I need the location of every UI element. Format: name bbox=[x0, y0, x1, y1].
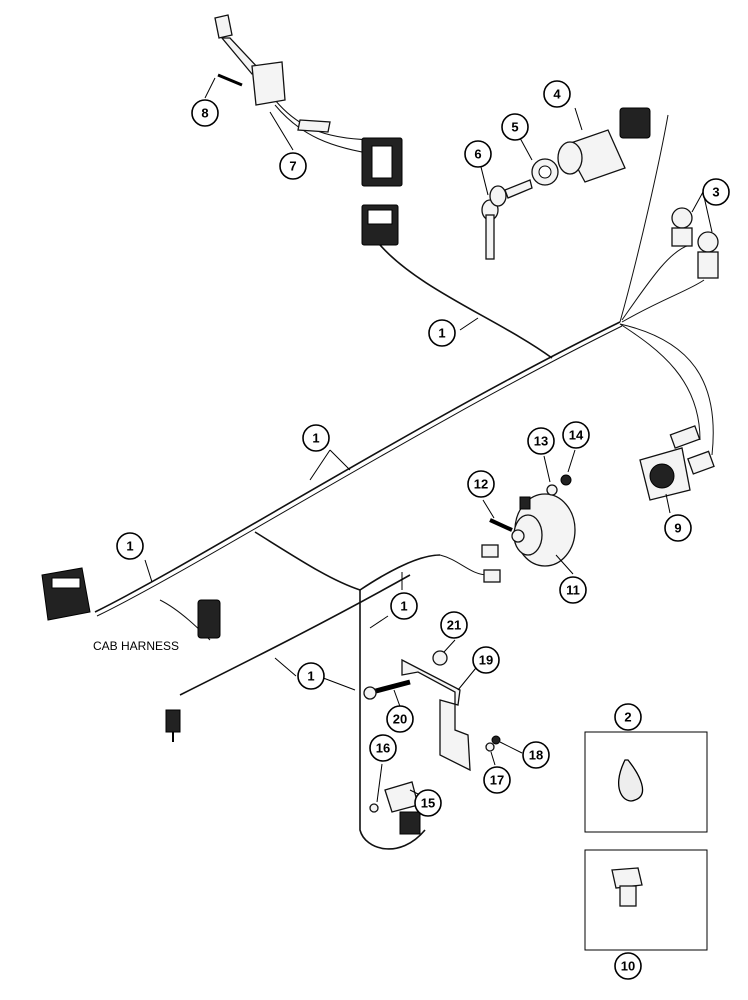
callout-19: 19 bbox=[472, 646, 500, 674]
svg-text:6: 6 bbox=[474, 147, 481, 162]
svg-text:12: 12 bbox=[474, 477, 488, 492]
callout-2: 2 bbox=[614, 703, 642, 731]
multifunction-switch-part bbox=[214, 14, 331, 133]
leader-lines bbox=[144, 77, 713, 803]
svg-text:17: 17 bbox=[490, 773, 504, 788]
svg-text:1: 1 bbox=[307, 669, 314, 684]
nut-part-14 bbox=[560, 474, 572, 486]
key-switch-part bbox=[557, 107, 651, 183]
svg-text:10: 10 bbox=[621, 959, 635, 974]
callout-3: 3 bbox=[702, 178, 730, 206]
callout-11: 11 bbox=[559, 576, 587, 604]
svg-text:11: 11 bbox=[566, 583, 580, 598]
washer-part-17 bbox=[485, 742, 495, 752]
nut-part-21 bbox=[432, 650, 448, 666]
callout-14: 14 bbox=[562, 421, 590, 449]
callout-7: 7 bbox=[279, 152, 307, 180]
callout-18: 18 bbox=[522, 741, 550, 769]
svg-text:1: 1 bbox=[312, 431, 319, 446]
callout-17: 17 bbox=[483, 766, 511, 794]
callout-10: 10 bbox=[614, 952, 642, 980]
svg-text:1: 1 bbox=[126, 539, 133, 554]
lamps-part-3 bbox=[671, 207, 719, 279]
callout-21: 21 bbox=[440, 611, 468, 639]
svg-text:3: 3 bbox=[712, 185, 719, 200]
nut-part-18 bbox=[491, 735, 501, 745]
cab-harness-connector-right bbox=[197, 599, 221, 639]
bracket-part-19 bbox=[401, 658, 471, 772]
svg-text:4: 4 bbox=[553, 87, 561, 102]
cab-harness-label: CAB HARNESS bbox=[93, 639, 179, 653]
horn-terminals bbox=[481, 544, 501, 583]
callout-13: 13 bbox=[527, 427, 555, 455]
relay-part-15 bbox=[384, 781, 421, 835]
sensor-part bbox=[165, 709, 181, 742]
svg-text:20: 20 bbox=[393, 712, 407, 727]
callout-16: 16 bbox=[369, 734, 397, 762]
svg-text:15: 15 bbox=[421, 796, 435, 811]
trunk-connector-part bbox=[361, 204, 399, 246]
switch-connector-part bbox=[361, 137, 403, 187]
callout-1d: 1 bbox=[390, 592, 418, 620]
socket-part-9 bbox=[639, 425, 715, 501]
screw-part-16 bbox=[369, 803, 379, 813]
svg-text:18: 18 bbox=[529, 748, 543, 763]
cab-harness-connector-left bbox=[41, 567, 91, 621]
callout-15: 15 bbox=[414, 789, 442, 817]
svg-text:16: 16 bbox=[376, 741, 390, 756]
svg-text:8: 8 bbox=[201, 106, 208, 121]
svg-text:7: 7 bbox=[289, 159, 296, 174]
svg-text:14: 14 bbox=[569, 428, 584, 443]
bolt-part-20 bbox=[363, 679, 411, 700]
callout-4: 4 bbox=[543, 80, 571, 108]
svg-text:9: 9 bbox=[674, 521, 681, 536]
svg-text:1: 1 bbox=[438, 326, 445, 341]
svg-text:21: 21 bbox=[447, 618, 461, 633]
callout-1a: 1 bbox=[428, 319, 456, 347]
screw-part-8 bbox=[217, 73, 243, 87]
bolt-part-12 bbox=[489, 518, 513, 532]
horn-part-11 bbox=[511, 493, 576, 567]
svg-text:19: 19 bbox=[479, 653, 493, 668]
callout-20: 20 bbox=[386, 705, 414, 733]
callout-8: 8 bbox=[191, 99, 219, 127]
keys-part-6 bbox=[481, 179, 533, 260]
svg-text:2: 2 bbox=[624, 710, 631, 725]
svg-text:13: 13 bbox=[534, 434, 548, 449]
callout-1e: 1 bbox=[297, 662, 325, 690]
callout-9: 9 bbox=[664, 514, 692, 542]
nut-part-5 bbox=[531, 158, 559, 186]
callout-5: 5 bbox=[501, 113, 529, 141]
svg-text:5: 5 bbox=[511, 120, 518, 135]
washer-part-13 bbox=[546, 484, 558, 496]
callout-1c: 1 bbox=[116, 532, 144, 560]
inset-box-10 bbox=[584, 849, 708, 951]
callout-1b: 1 bbox=[302, 424, 330, 452]
callout-12: 12 bbox=[467, 470, 495, 498]
callout-6: 6 bbox=[464, 140, 492, 168]
inset-box-2 bbox=[584, 731, 708, 833]
svg-text:1: 1 bbox=[400, 599, 407, 614]
